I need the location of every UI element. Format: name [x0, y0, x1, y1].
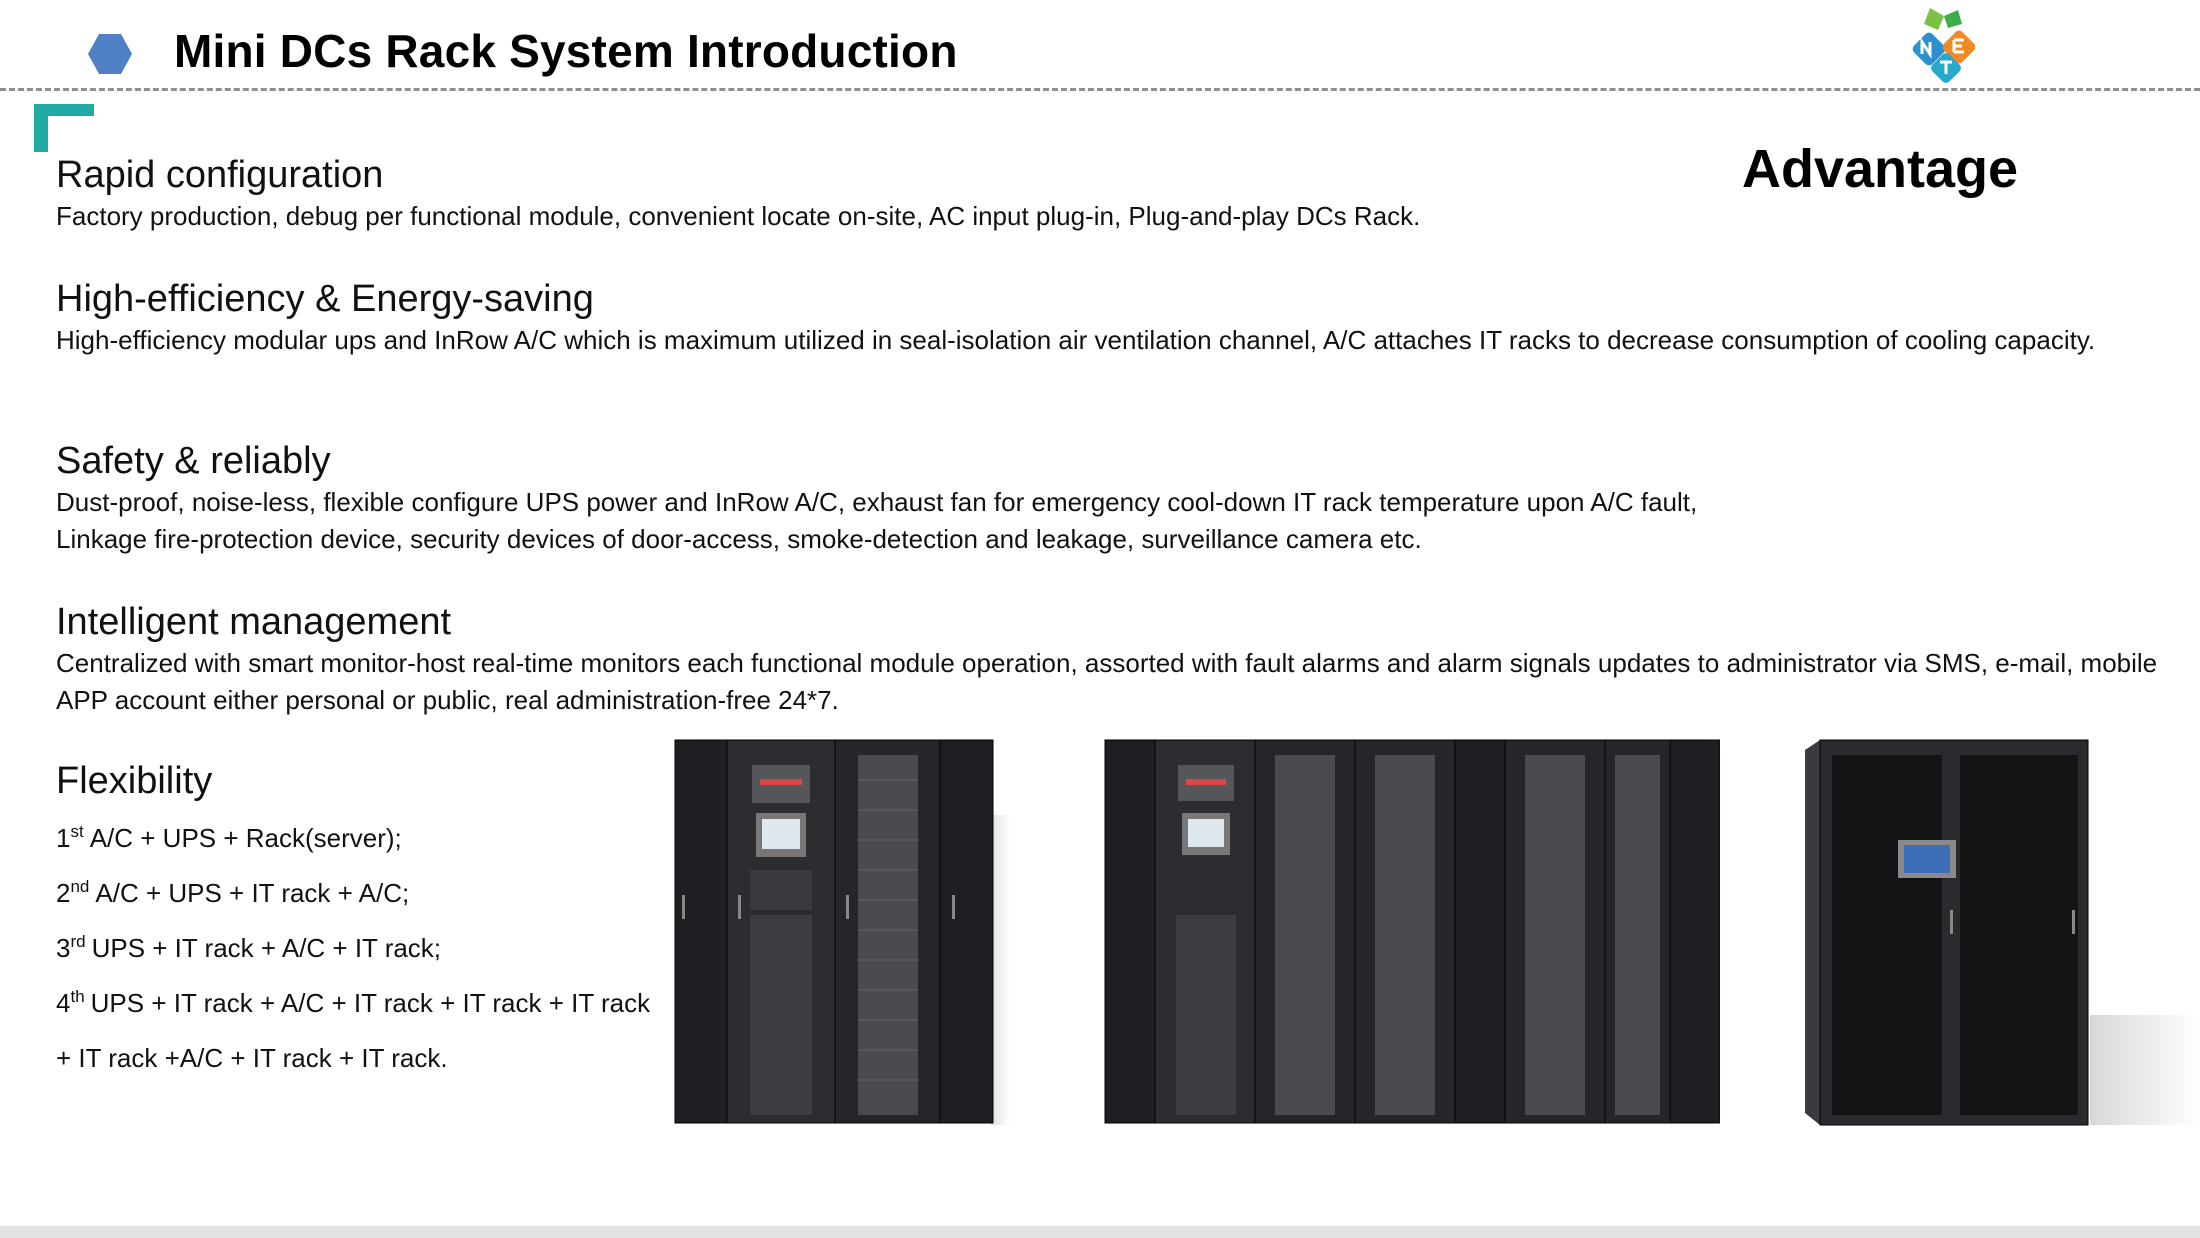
section-text-line: Dust-proof, noise-less, flexible configu… — [56, 487, 1698, 517]
section-safety: Safety & reliably Dust-proof, noise-less… — [56, 438, 2166, 558]
flexibility-title: Flexibility — [56, 760, 213, 802]
section-rapid-configuration: Rapid configuration Factory production, … — [56, 152, 2166, 235]
section-title: Safety & reliably — [56, 440, 331, 482]
section-text-line: Linkage fire-protection device, security… — [56, 524, 1422, 554]
company-logo-icon — [1912, 8, 1976, 83]
section-title: Rapid configuration — [56, 154, 384, 196]
section-text: Centralized with smart monitor-host real… — [56, 648, 2158, 715]
page-title: Mini DCs Rack System Introduction — [174, 25, 958, 77]
section-text: High-efficiency modular ups and InRow A/… — [56, 325, 2096, 355]
section-intelligent-management: Intelligent management Centralized with … — [56, 599, 2166, 719]
section-title: High-efficiency & Energy-saving — [56, 278, 594, 320]
advantage-heading: Advantage — [1742, 139, 2019, 199]
rack-system-image-cabinet — [1805, 739, 2200, 1126]
list-item: + IT rack +A/C + IT rack + IT rack. — [56, 1043, 448, 1073]
rack-system-image-small — [674, 739, 1010, 1125]
corner-bracket-icon — [34, 104, 94, 152]
section-title: Intelligent management — [56, 601, 452, 643]
rack-system-image-large — [1104, 739, 1720, 1124]
section-text: Factory production, debug per functional… — [56, 201, 1421, 231]
header-divider — [0, 88, 2200, 91]
hexagon-bullet-icon — [88, 34, 132, 74]
section-high-efficiency: High-efficiency & Energy-saving High-eff… — [56, 276, 2166, 359]
footer-band — [0, 1226, 2200, 1238]
